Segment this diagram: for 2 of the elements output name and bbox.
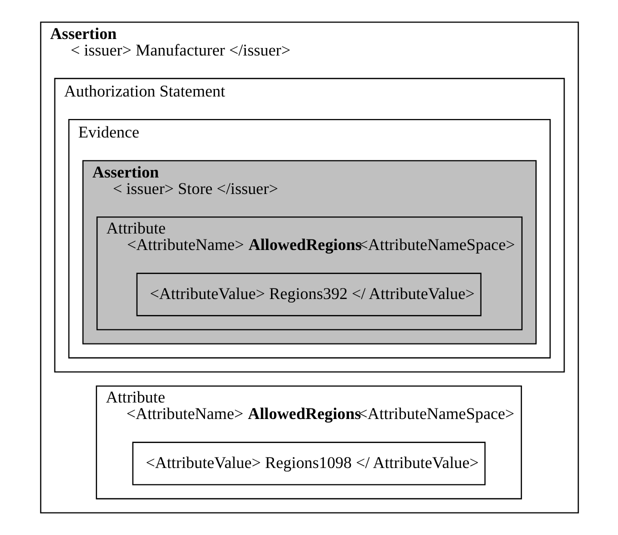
node-box: <AttributeValue> Regions392 </ AttributeValue>	[136, 272, 481, 316]
node-box: <AttributeValue> Regions1098 </ AttributeValue>	[132, 442, 486, 486]
